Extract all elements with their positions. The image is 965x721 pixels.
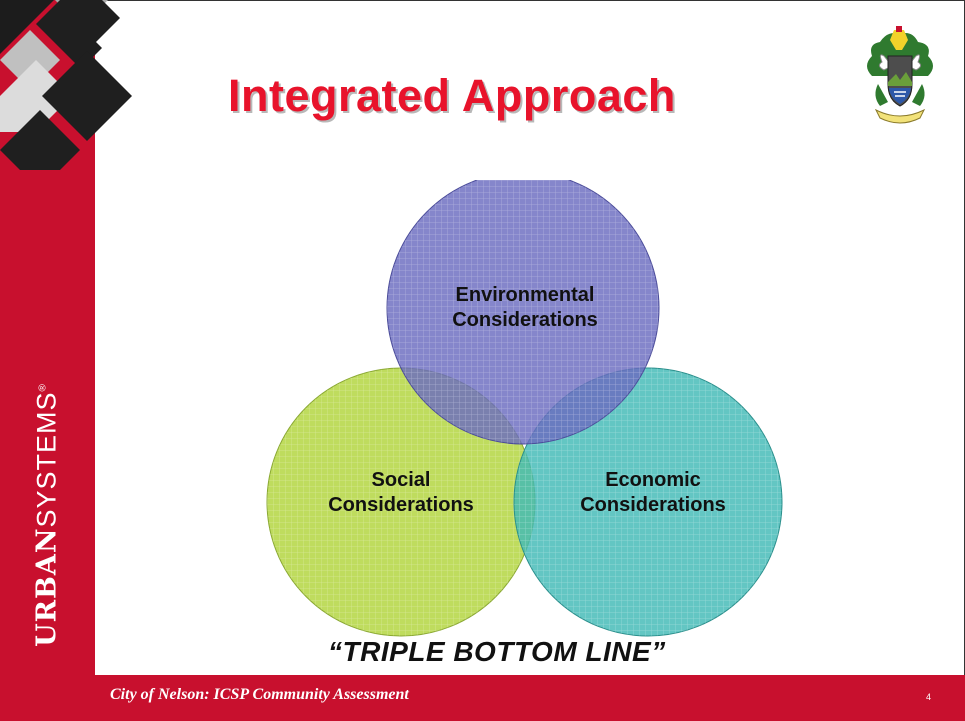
slide-title: Integrated Approach — [228, 70, 676, 121]
venn-label-social-line1: Social — [371, 469, 431, 491]
venn-circle-social — [266, 367, 536, 637]
venn-label-environmental-line2: Considerations — [452, 309, 598, 331]
logo-light-text: SYSTEMS — [31, 391, 62, 528]
venn-circle-environmental — [386, 180, 660, 445]
city-crest-icon — [867, 26, 933, 124]
venn-label-economic-line2: Considerations — [580, 494, 726, 516]
logo-bold-text: URBAN — [31, 527, 63, 647]
footer-text: City of Nelson: ICSP Community Assessmen… — [110, 686, 409, 703]
registered-mark: ® — [37, 383, 49, 392]
venn-label-environmental-line1: Environmental — [455, 284, 595, 306]
tagline: “TRIPLE BOTTOM LINE” — [328, 636, 666, 667]
venn-label-social-line2: Considerations — [328, 494, 474, 516]
page-number: 4 — [926, 692, 932, 702]
venn-label-economic-line1: Economic — [605, 469, 701, 491]
venn-label-environmental: Environmental Considerations — [410, 283, 640, 333]
venn-label-social: Social Considerations — [286, 468, 516, 518]
venn-label-economic: Economic Considerations — [538, 468, 768, 518]
venn-diagram — [266, 180, 783, 637]
urban-systems-logo: URBANSYSTEMS® — [32, 383, 63, 647]
logo-squares-icon — [0, 0, 170, 170]
venn-circle-economic — [513, 367, 783, 637]
footer-bar — [0, 675, 965, 721]
